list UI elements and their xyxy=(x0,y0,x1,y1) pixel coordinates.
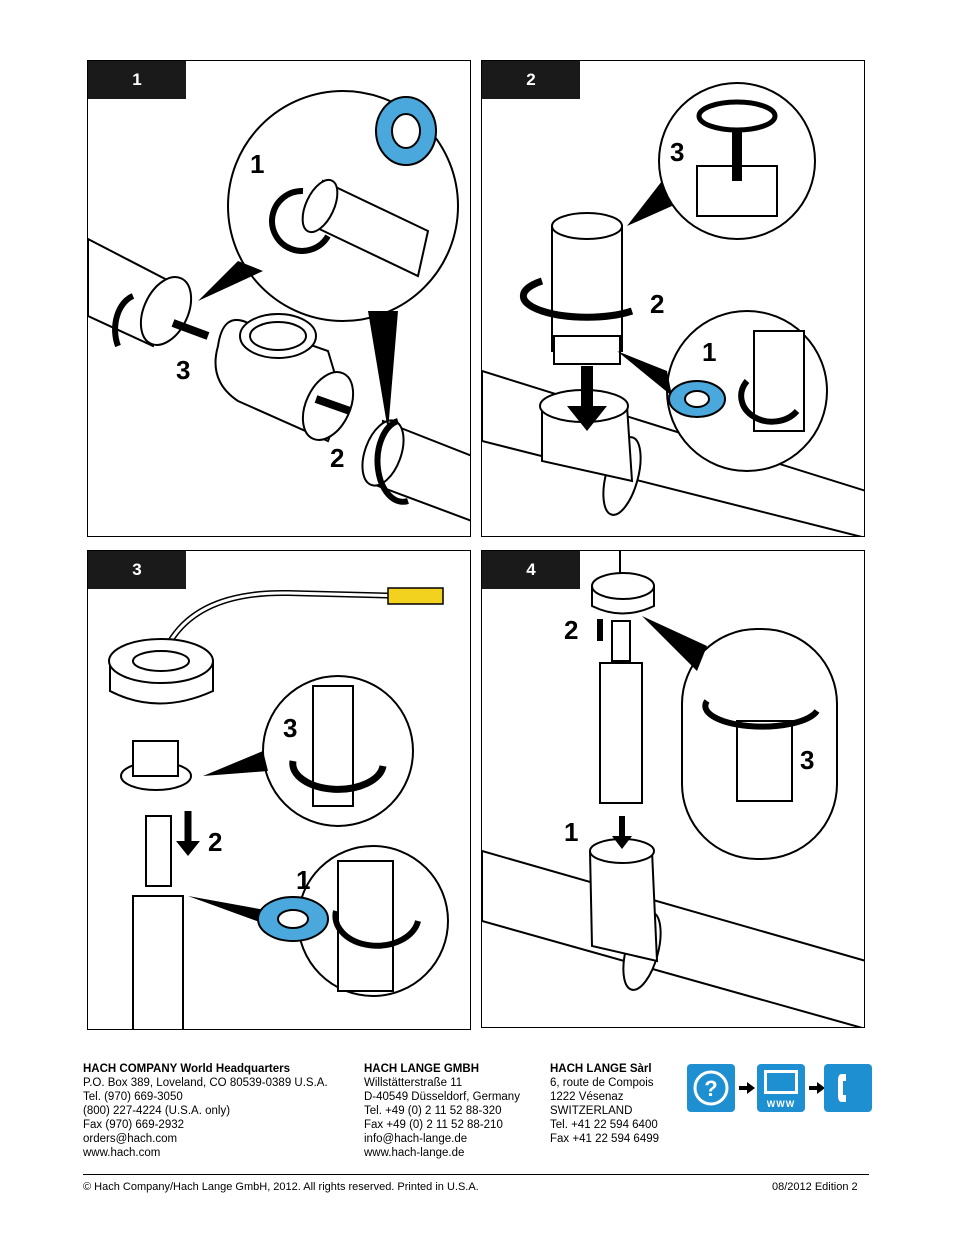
footer-edition: 08/2012 Edition 2 xyxy=(772,1181,858,1193)
address-line: P.O. Box 389, Loveland, CO 80539-0389 U.… xyxy=(83,1077,328,1089)
panel-1-tag: 1 xyxy=(88,61,186,99)
panel-2-step-1: 1 xyxy=(702,337,716,367)
address-heading: HACH LANGE GMBH xyxy=(364,1063,479,1075)
pipe-right xyxy=(361,419,470,522)
sensor-body xyxy=(132,815,184,1029)
address-line: D-40549 Düsseldorf, Germany xyxy=(364,1091,520,1103)
pipe-vertical xyxy=(551,212,623,365)
address-heading: HACH LANGE Sàrl xyxy=(550,1063,652,1075)
panel-3: 3 1 2 3 xyxy=(87,550,471,1030)
svg-text:WWW: WWW xyxy=(767,1099,795,1109)
address-line: Tel. (970) 669-3050 xyxy=(83,1091,183,1103)
panel-4: 4 1 2 3 xyxy=(481,550,865,1028)
arrow-right-icon xyxy=(739,1082,755,1094)
panel-2-tag: 2 xyxy=(482,61,580,99)
address-hach-company: HACH COMPANY World Headquarters P.O. Box… xyxy=(83,1062,328,1160)
arrow-right-icon xyxy=(809,1082,825,1094)
address-heading: HACH COMPANY World Headquarters xyxy=(83,1063,291,1075)
address-line: SWITZERLAND xyxy=(550,1105,633,1117)
panel-1-step-2: 2 xyxy=(330,443,344,473)
phone-icon xyxy=(824,1064,872,1112)
cable-connector xyxy=(387,587,444,605)
panel-3-step-3: 3 xyxy=(283,713,297,743)
panel-4-illustration: 1 2 3 xyxy=(482,551,864,1027)
pipe-left xyxy=(88,237,193,348)
address-line: Willstätterstraße 11 xyxy=(364,1077,463,1089)
address-line: 6, route de Compois xyxy=(550,1077,654,1089)
teflon-tape-roll xyxy=(375,96,437,166)
www-icon: WWW xyxy=(757,1064,805,1112)
panel-3-illustration: 1 2 3 xyxy=(108,587,449,1029)
address-line: 1222 Vésenaz xyxy=(550,1091,624,1103)
panel-4-step-1: 1 xyxy=(564,817,578,847)
union-nut xyxy=(108,638,214,705)
address-line: Tel. +41 22 594 6400 xyxy=(550,1119,658,1131)
panel-2-illustration: 1 2 3 xyxy=(482,82,864,536)
panel-1: 1 xyxy=(87,60,471,537)
magnified-pipe xyxy=(301,178,430,278)
panel-3-step-1: 1 xyxy=(296,865,310,895)
address-line: Tel. +49 (0) 2 11 52 88-320 xyxy=(364,1105,502,1117)
panel-4-step-2: 2 xyxy=(564,615,578,645)
panel-4-step-3: 3 xyxy=(800,745,814,775)
address-hach-lange-gmbh: HACH LANGE GMBH Willstätterstraße 11 D-4… xyxy=(364,1062,520,1160)
o-ring xyxy=(696,99,778,133)
contact-icons: ? WWW xyxy=(687,1064,872,1112)
address-line: Fax (970) 669-2932 xyxy=(83,1119,185,1131)
svg-text:?: ? xyxy=(704,1076,717,1101)
panel-1-illustration: 1 2 3 xyxy=(88,90,470,522)
panel-3-step-2: 2 xyxy=(208,827,222,857)
address-line[interactable]: info@hach-lange.de xyxy=(364,1133,468,1145)
panel-2: 2 1 2 3 xyxy=(481,60,865,537)
address-line: Fax +41 22 594 6499 xyxy=(550,1133,660,1145)
address-line: Fax +49 (0) 2 11 52 88-210 xyxy=(364,1119,503,1131)
panel-1-step-1: 1 xyxy=(250,149,264,179)
panel-4-tag: 4 xyxy=(482,551,580,589)
panel-2-step-3: 3 xyxy=(670,137,684,167)
address-line[interactable]: www.hach.com xyxy=(83,1147,161,1159)
address-line[interactable]: www.hach-lange.de xyxy=(364,1147,465,1159)
panel-2-step-2: 2 xyxy=(650,289,664,319)
pipe-horizontal xyxy=(482,849,864,1027)
panel-3-tag: 3 xyxy=(88,551,186,589)
sensor-body xyxy=(599,620,643,804)
address-line: (800) 227-4224 (U.S.A. only) xyxy=(83,1105,231,1117)
tee-fitting xyxy=(214,313,355,443)
panel-1-step-3: 3 xyxy=(176,355,190,385)
help-icon: ? xyxy=(687,1064,735,1112)
tee-fitting xyxy=(588,838,659,963)
address-hach-lange-sarl: HACH LANGE Sàrl 6, route de Compois 1222… xyxy=(550,1062,659,1146)
adapter-ring xyxy=(120,740,192,791)
footer-divider xyxy=(83,1174,869,1175)
address-line[interactable]: orders@hach.com xyxy=(83,1133,178,1145)
union-nut xyxy=(591,572,655,615)
footer-copyright: © Hach Company/Hach Lange GmbH, 2012. Al… xyxy=(83,1181,479,1193)
